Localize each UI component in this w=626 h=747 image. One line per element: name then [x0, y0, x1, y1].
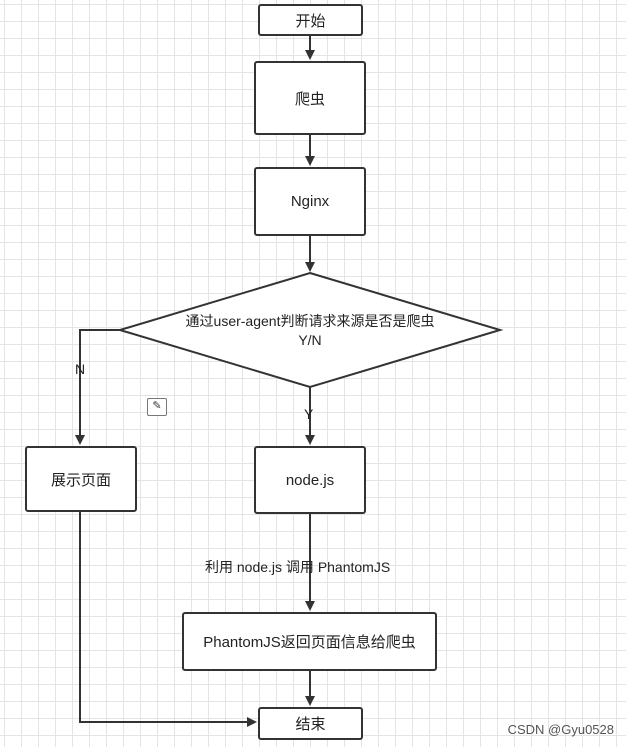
- watermark: CSDN @Gyu0528: [507, 722, 614, 737]
- yes-label: Y: [304, 406, 314, 422]
- node-end-label: 结束: [295, 716, 326, 733]
- node-render-page-label: 展示页面: [50, 471, 111, 489]
- node-nodejs: node.js: [254, 446, 366, 514]
- node-nodejs-label: node.js: [285, 471, 335, 489]
- node-nginx-label: Nginx: [290, 193, 330, 210]
- decision-question: 通过user-agent判断请求来源是否是爬虫: [185, 313, 435, 329]
- node-start: 开始: [258, 4, 363, 36]
- edge-render-end: [79, 512, 257, 727]
- node-crawler: 爬虫: [254, 61, 366, 135]
- edge-decision-render: [75, 329, 120, 445]
- node-phantom-return: PhantomJS返回页面信息给爬虫: [182, 612, 437, 671]
- decision-yn: Y/N: [298, 332, 322, 348]
- no-label: N: [75, 361, 86, 377]
- node-nginx: Nginx: [254, 167, 366, 236]
- call-label: 利用 node.js 调用 PhantomJS: [205, 559, 391, 575]
- node-phantom-return-label: PhantomJS返回页面信息给爬虫: [203, 634, 416, 651]
- decision-text: 通过user-agent判断请求来源是否是爬虫 Y/N: [120, 312, 500, 350]
- edit-icon[interactable]: ✎: [147, 398, 167, 416]
- node-start-label: 开始: [295, 12, 326, 30]
- node-render-page: 展示页面: [25, 446, 137, 512]
- node-end: 结束: [258, 707, 363, 740]
- node-crawler-label: 爬虫: [294, 90, 325, 108]
